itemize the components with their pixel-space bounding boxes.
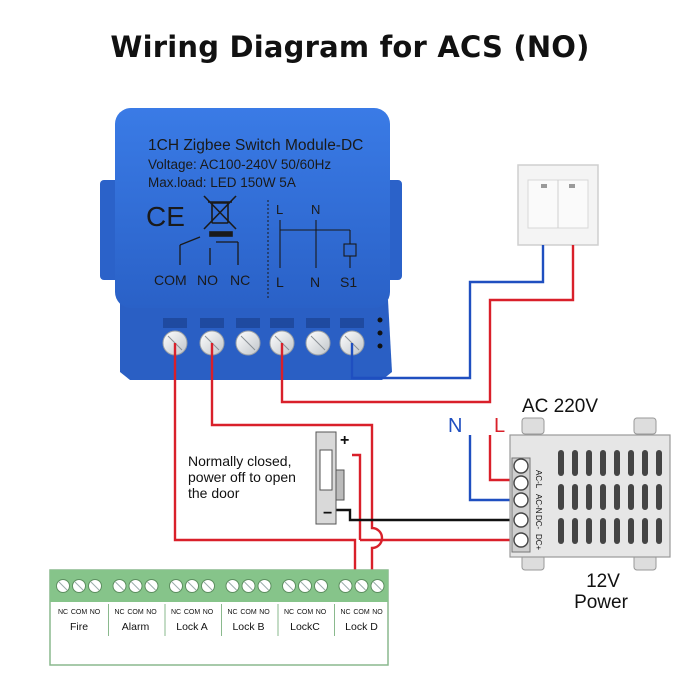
panel-group-label: Lock B — [232, 621, 264, 633]
terminal-com-label: COM — [154, 272, 187, 288]
ce-mark: CE — [146, 201, 185, 232]
psu-terminal-acn: AC-N — [534, 494, 543, 514]
lock-note-line1: Normally closed, — [188, 453, 291, 469]
panel-terminal-label: COM — [353, 609, 370, 616]
page-title: Wiring Diagram for ACS (NO) — [110, 30, 590, 64]
module-name: 1CH Zigbee Switch Module-DC — [148, 137, 363, 154]
lock-plus: + — [340, 432, 349, 449]
terminal-nc-label: NC — [230, 272, 250, 288]
panel-terminal-label: NC — [284, 609, 294, 616]
ac-voltage-label: AC 220V — [522, 396, 598, 417]
terminal-l-label: L — [276, 274, 284, 290]
panel-screw-slot — [244, 581, 253, 591]
wall-switch — [517, 164, 599, 246]
panel-terminal-label: COM — [184, 609, 201, 616]
panel-terminal-label: NC — [114, 609, 124, 616]
line-label: L — [494, 415, 505, 437]
panel-screw-slot — [74, 581, 84, 591]
module-body — [115, 108, 390, 308]
wire-switch-red — [280, 245, 575, 404]
module-maxload: Max.load: LED 150W 5A — [148, 175, 296, 190]
psu-terminal-dcminus: DC- — [534, 515, 543, 530]
panel-terminal-label: NO — [146, 609, 157, 616]
terminal-no-label: NO — [197, 272, 218, 288]
panel-screw-slot — [203, 581, 213, 591]
panel-screw-slot — [341, 581, 350, 591]
panel-terminal-label: NC — [340, 609, 350, 616]
psu-caption-line2: Power — [574, 592, 629, 613]
panel-screw-slot — [373, 581, 382, 591]
panel-terminal-label: COM — [297, 609, 314, 616]
power-schematic — [279, 220, 357, 268]
terminal-s1-label: S1 — [340, 274, 357, 290]
psu-terminal-dcplus: DC+ — [534, 534, 543, 551]
panel-terminal-label: NO — [372, 609, 383, 616]
panel-terminal-label: NO — [90, 609, 101, 616]
panel-terminal-label: COM — [240, 609, 257, 616]
panel-screw-slot — [131, 581, 140, 591]
panel-terminal-label: NC — [58, 609, 68, 616]
panel-screw-slot — [115, 581, 124, 591]
wire-ac-n — [468, 435, 520, 502]
panel-screw-slot — [228, 581, 237, 591]
panel-terminal-label: COM — [71, 609, 88, 616]
panel-group-label: Lock D — [345, 621, 378, 633]
schematic-n-top: N — [311, 202, 320, 217]
panel-screw-slot — [58, 581, 68, 591]
panel-screw-slot — [316, 581, 326, 591]
panel-screw-slot — [284, 581, 294, 591]
panel-group-label: Alarm — [122, 621, 150, 633]
panel-screw-slot — [357, 581, 366, 591]
panel-terminal-label: NO — [316, 609, 327, 616]
panel-screw-slot — [171, 581, 181, 591]
module-voltage: Voltage: AC100-240V 50/60Hz — [148, 157, 331, 172]
neutral-label: N — [448, 415, 462, 437]
terminal-n-label: N — [310, 274, 320, 290]
panel-screw-slot — [147, 581, 156, 591]
power-supply: AC-L AC-N DC- DC+ — [509, 417, 671, 571]
panel-screw-slot — [90, 581, 100, 591]
panel-terminal-label: NO — [259, 609, 270, 616]
relay-schematic — [179, 236, 239, 265]
panel-screw-slot — [260, 581, 269, 591]
lock-note-line2: power off to open — [188, 469, 296, 485]
electric-lock: + − — [315, 431, 349, 525]
panel-group-label: LockC — [290, 621, 320, 633]
wires — [173, 245, 575, 595]
schematic-l-top: L — [276, 202, 283, 217]
wire-com-to-panel — [173, 343, 357, 595]
panel-terminal-strip — [50, 570, 388, 602]
panel-terminal-label: NO — [203, 609, 214, 616]
wire-lock-plus — [352, 453, 362, 540]
panel-group-label: Lock A — [176, 621, 208, 633]
wire-no-to-panel — [210, 343, 384, 595]
panel-screw-slot — [187, 581, 197, 591]
zigbee-switch-module: 1CH Zigbee Switch Module-DC Voltage: AC1… — [100, 108, 402, 380]
panel-group-label: Fire — [70, 621, 88, 633]
panel-terminal-label: COM — [127, 609, 144, 616]
panel-screw-slot — [300, 581, 310, 591]
psu-terminal-acl: AC-L — [534, 470, 543, 489]
lock-minus: − — [323, 505, 332, 522]
panel-terminal-label: NC — [171, 609, 181, 616]
psu-caption-line1: 12V — [586, 571, 620, 592]
panel-terminal-label: NC — [227, 609, 237, 616]
wire-switch-blue — [350, 245, 545, 380]
wire-dc-minus — [335, 508, 520, 522]
lock-note-line3: the door — [188, 485, 240, 501]
weee-bin-icon — [203, 195, 237, 237]
